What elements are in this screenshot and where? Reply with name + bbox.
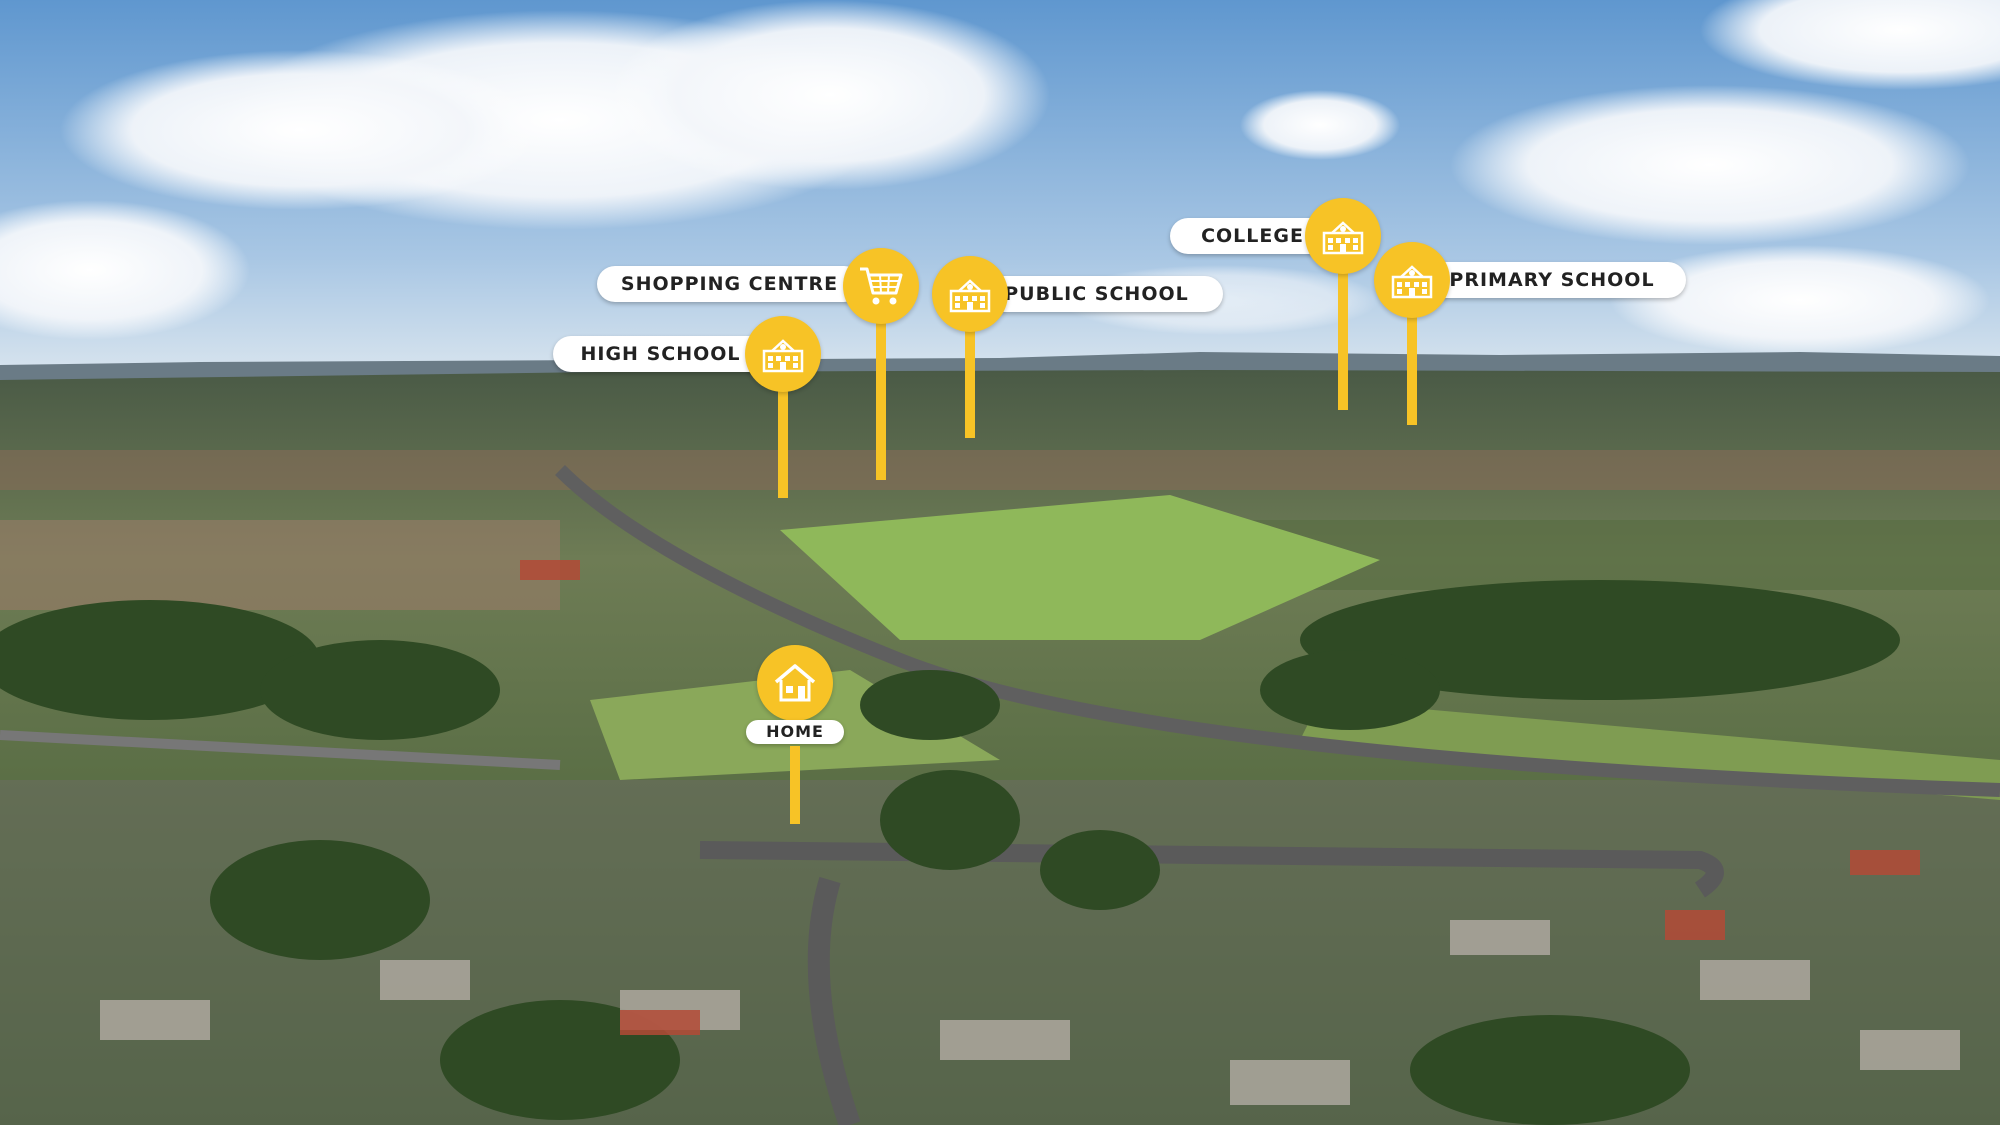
street — [807, 876, 861, 1125]
public-school-text: PUBLIC SCHOOL — [1004, 283, 1189, 305]
high-school-label: HIGH SCHOOL — [553, 336, 768, 372]
college-pin-line — [1338, 268, 1348, 410]
shopping-centre-pin-line — [876, 318, 886, 480]
shopping-centre-pin[interactable] — [843, 248, 919, 324]
clouds — [0, 0, 2000, 355]
shopping-centre-text: SHOPPING CENTRE — [620, 273, 839, 295]
shopping-centre-label: SHOPPING CENTRE — [597, 266, 862, 302]
high-school-text: HIGH SCHOOL — [580, 343, 741, 365]
primary-school-label: PRIMARY SCHOOL — [1418, 262, 1686, 298]
home-label: HOME — [746, 720, 844, 744]
grass-strip — [1300, 700, 2000, 800]
school-building-icon — [1322, 221, 1364, 255]
high-school-pin[interactable] — [745, 316, 821, 392]
side-road — [0, 730, 561, 770]
roofs-red — [520, 560, 1920, 1035]
college-text: COLLEGE — [1201, 225, 1304, 247]
sports-field — [780, 495, 1380, 640]
main-road — [555, 465, 2000, 797]
primary-school-pin-line — [1407, 310, 1417, 425]
home-pin-line — [790, 746, 800, 824]
high-school-pin-line — [778, 388, 788, 498]
school-building-icon — [1391, 265, 1433, 299]
house-icon — [774, 664, 816, 702]
home-pin[interactable] — [757, 645, 833, 721]
home-text: HOME — [766, 722, 824, 741]
public-school-label: PUBLIC SCHOOL — [970, 276, 1223, 312]
public-school-pin[interactable] — [932, 256, 1008, 332]
roofs-foreground — [100, 920, 1960, 1105]
shopping-cart-icon — [860, 267, 903, 305]
school-building-icon — [949, 279, 991, 313]
college-pin[interactable] — [1305, 198, 1381, 274]
primary-school-pin[interactable] — [1374, 242, 1450, 318]
public-school-pin-line — [965, 328, 975, 438]
school-building-icon — [762, 339, 804, 373]
street-2 — [699, 841, 1724, 898]
primary-school-text: PRIMARY SCHOOL — [1449, 269, 1655, 291]
